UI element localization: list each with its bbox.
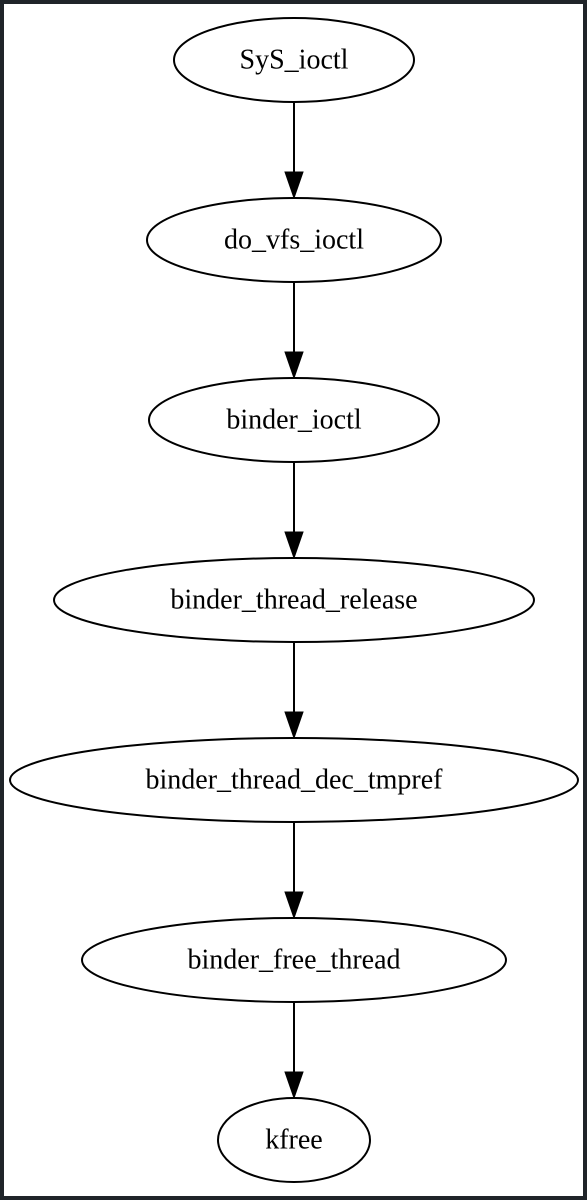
node-sys-ioctl-shape: [173, 17, 415, 103]
node-binder-ioctl: binder_ioctl: [148, 377, 440, 463]
node-kfree-shape: [217, 1097, 371, 1183]
node-sys-ioctl-label: SyS_ioctl: [240, 45, 349, 76]
node-kfree: kfree: [217, 1097, 371, 1183]
node-binder-thread-release-label: binder_thread_release: [170, 585, 417, 616]
edge-arrowhead: [284, 1071, 304, 1100]
edge-arrowhead: [284, 171, 304, 200]
edge-arrow: [284, 642, 304, 740]
node-binder-free-thread: binder_free_thread: [81, 917, 507, 1003]
edge-arrowhead: [284, 891, 304, 920]
edge-arrow: [284, 102, 304, 200]
nodes-layer: SyS_ioctl do_vfs_ioctl binder_ioctl bind…: [9, 17, 579, 1183]
edge-arrow: [284, 1002, 304, 1100]
node-binder-free-thread-label: binder_free_thread: [188, 945, 401, 976]
node-binder-ioctl-shape: [148, 377, 440, 463]
edge-arrow: [284, 282, 304, 380]
edge-arrow: [284, 822, 304, 920]
node-binder-ioctl-label: binder_ioctl: [226, 405, 362, 436]
node-do-vfs-ioctl: do_vfs_ioctl: [146, 197, 442, 283]
node-do-vfs-ioctl-shape: [146, 197, 442, 283]
node-binder-thread-dec-tmpref-label: binder_thread_dec_tmpref: [146, 765, 444, 796]
node-binder-thread-dec-tmpref: binder_thread_dec_tmpref: [9, 737, 579, 823]
node-binder-thread-release: binder_thread_release: [53, 557, 535, 643]
node-binder-thread-release-shape: [53, 557, 535, 643]
node-binder-thread-dec-tmpref-shape: [9, 737, 579, 823]
node-sys-ioctl: SyS_ioctl: [173, 17, 415, 103]
edge-arrowhead: [284, 351, 304, 380]
node-kfree-label: kfree: [265, 1125, 323, 1156]
node-do-vfs-ioctl-label: do_vfs_ioctl: [224, 225, 364, 256]
edge-arrow: [284, 462, 304, 560]
edge-arrowhead: [284, 711, 304, 740]
edge-arrowhead: [284, 531, 304, 560]
edges-layer: [284, 102, 304, 1100]
node-binder-free-thread-shape: [81, 917, 507, 1003]
